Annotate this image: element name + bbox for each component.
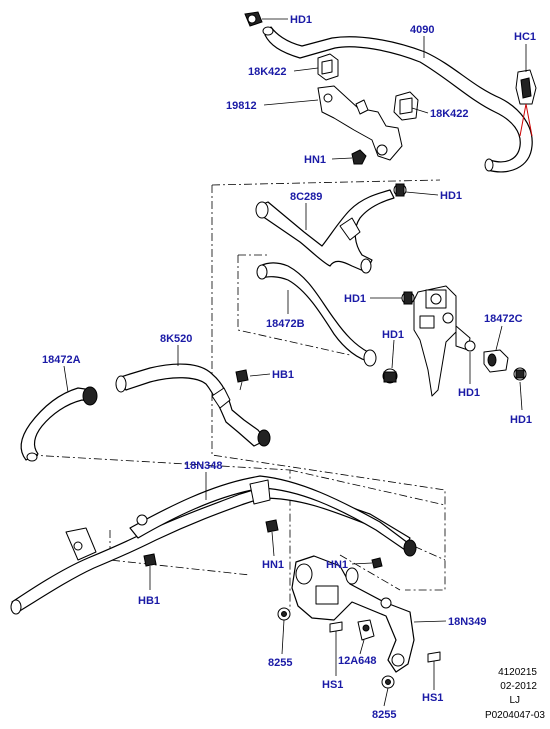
clip-8255-left [277,607,291,621]
bolt-hs1-left [329,621,343,650]
hose-18472b [256,262,377,367]
callout-12a648: 12A648 [338,655,377,667]
hose-clip-hd1-right-a [464,340,476,352]
bracket-18k422-right [393,91,419,121]
bolt-hb1-top [235,369,249,391]
pipe-18n348 [10,475,417,615]
nut-hn1-lower [371,557,383,569]
reference-code: LJ [509,695,520,706]
callout-18k422-right: 18K422 [430,108,469,120]
callout-19812: 19812 [226,100,257,112]
callout-hd1-right-a: HD1 [458,387,480,399]
hose-clip-hd1-8c289 [393,183,407,197]
callout-hc1: HC1 [514,31,536,43]
callout-8255-left: 8255 [268,657,292,669]
callout-8k520: 8K520 [160,333,192,345]
hose-clip-hd1-right-b [513,367,527,381]
callout-18n348: 18N348 [184,460,223,472]
reference-date: 02-2012 [500,681,537,692]
callout-hd1-right-b: HD1 [510,414,532,426]
callout-hs1-right: HS1 [422,692,443,704]
connector-18472c [483,349,509,373]
callout-hd1-valve-left: HD1 [344,293,366,305]
callout-hb1-bottom: HB1 [138,595,160,607]
bracket-19812 [317,85,403,161]
nut-hn1-mid [265,519,279,533]
callout-hn1-top: HN1 [304,154,326,166]
coolant-valve-assembly [413,285,471,397]
hose-8k520 [115,363,271,447]
hose-clip-hd1-top [244,11,263,27]
nut-hn1-top [351,149,367,165]
callout-hd1-mid: HD1 [440,190,462,202]
callout-hb1-top: HB1 [272,369,294,381]
pipe-18n349 [291,555,415,673]
reference-number: 4120215 [498,667,537,678]
callout-18472b: 18472B [266,318,305,330]
bolt-hb1-bottom [143,553,157,567]
hose-4090 [262,26,533,173]
callout-8c289: 8C289 [290,191,322,203]
hose-18472a [20,386,98,462]
illustration-number: P0204047-03 [485,710,545,721]
hose-clip-hc1 [515,69,537,105]
sensor-12a648 [357,619,375,641]
hose-clip-hd1-valve-left [401,291,415,305]
callout-4090: 4090 [410,24,434,36]
callout-8255-bottom: 8255 [372,709,396,721]
callout-hd1-top: HD1 [290,14,312,26]
callout-18k422-left: 18K422 [248,66,287,78]
bolt-hs1-right [427,651,441,680]
clip-8255-bottom [381,675,395,689]
assembly-guide-lines [29,179,446,610]
callout-18472c: 18472C [484,313,523,325]
bracket-18k422-left [317,53,339,81]
callout-18n349: 18N349 [448,616,487,628]
callout-hn1-lower: HN1 [326,559,348,571]
leader-lines [63,18,533,707]
callout-hn1-mid: HN1 [262,559,284,571]
callout-hd1-valve-bottom: HD1 [382,329,404,341]
callout-hs1-left: HS1 [322,679,343,691]
hose-8c289 [255,189,395,274]
callout-18472a: 18472A [42,354,81,366]
hose-clip-hd1-valve-bottom [382,368,398,384]
